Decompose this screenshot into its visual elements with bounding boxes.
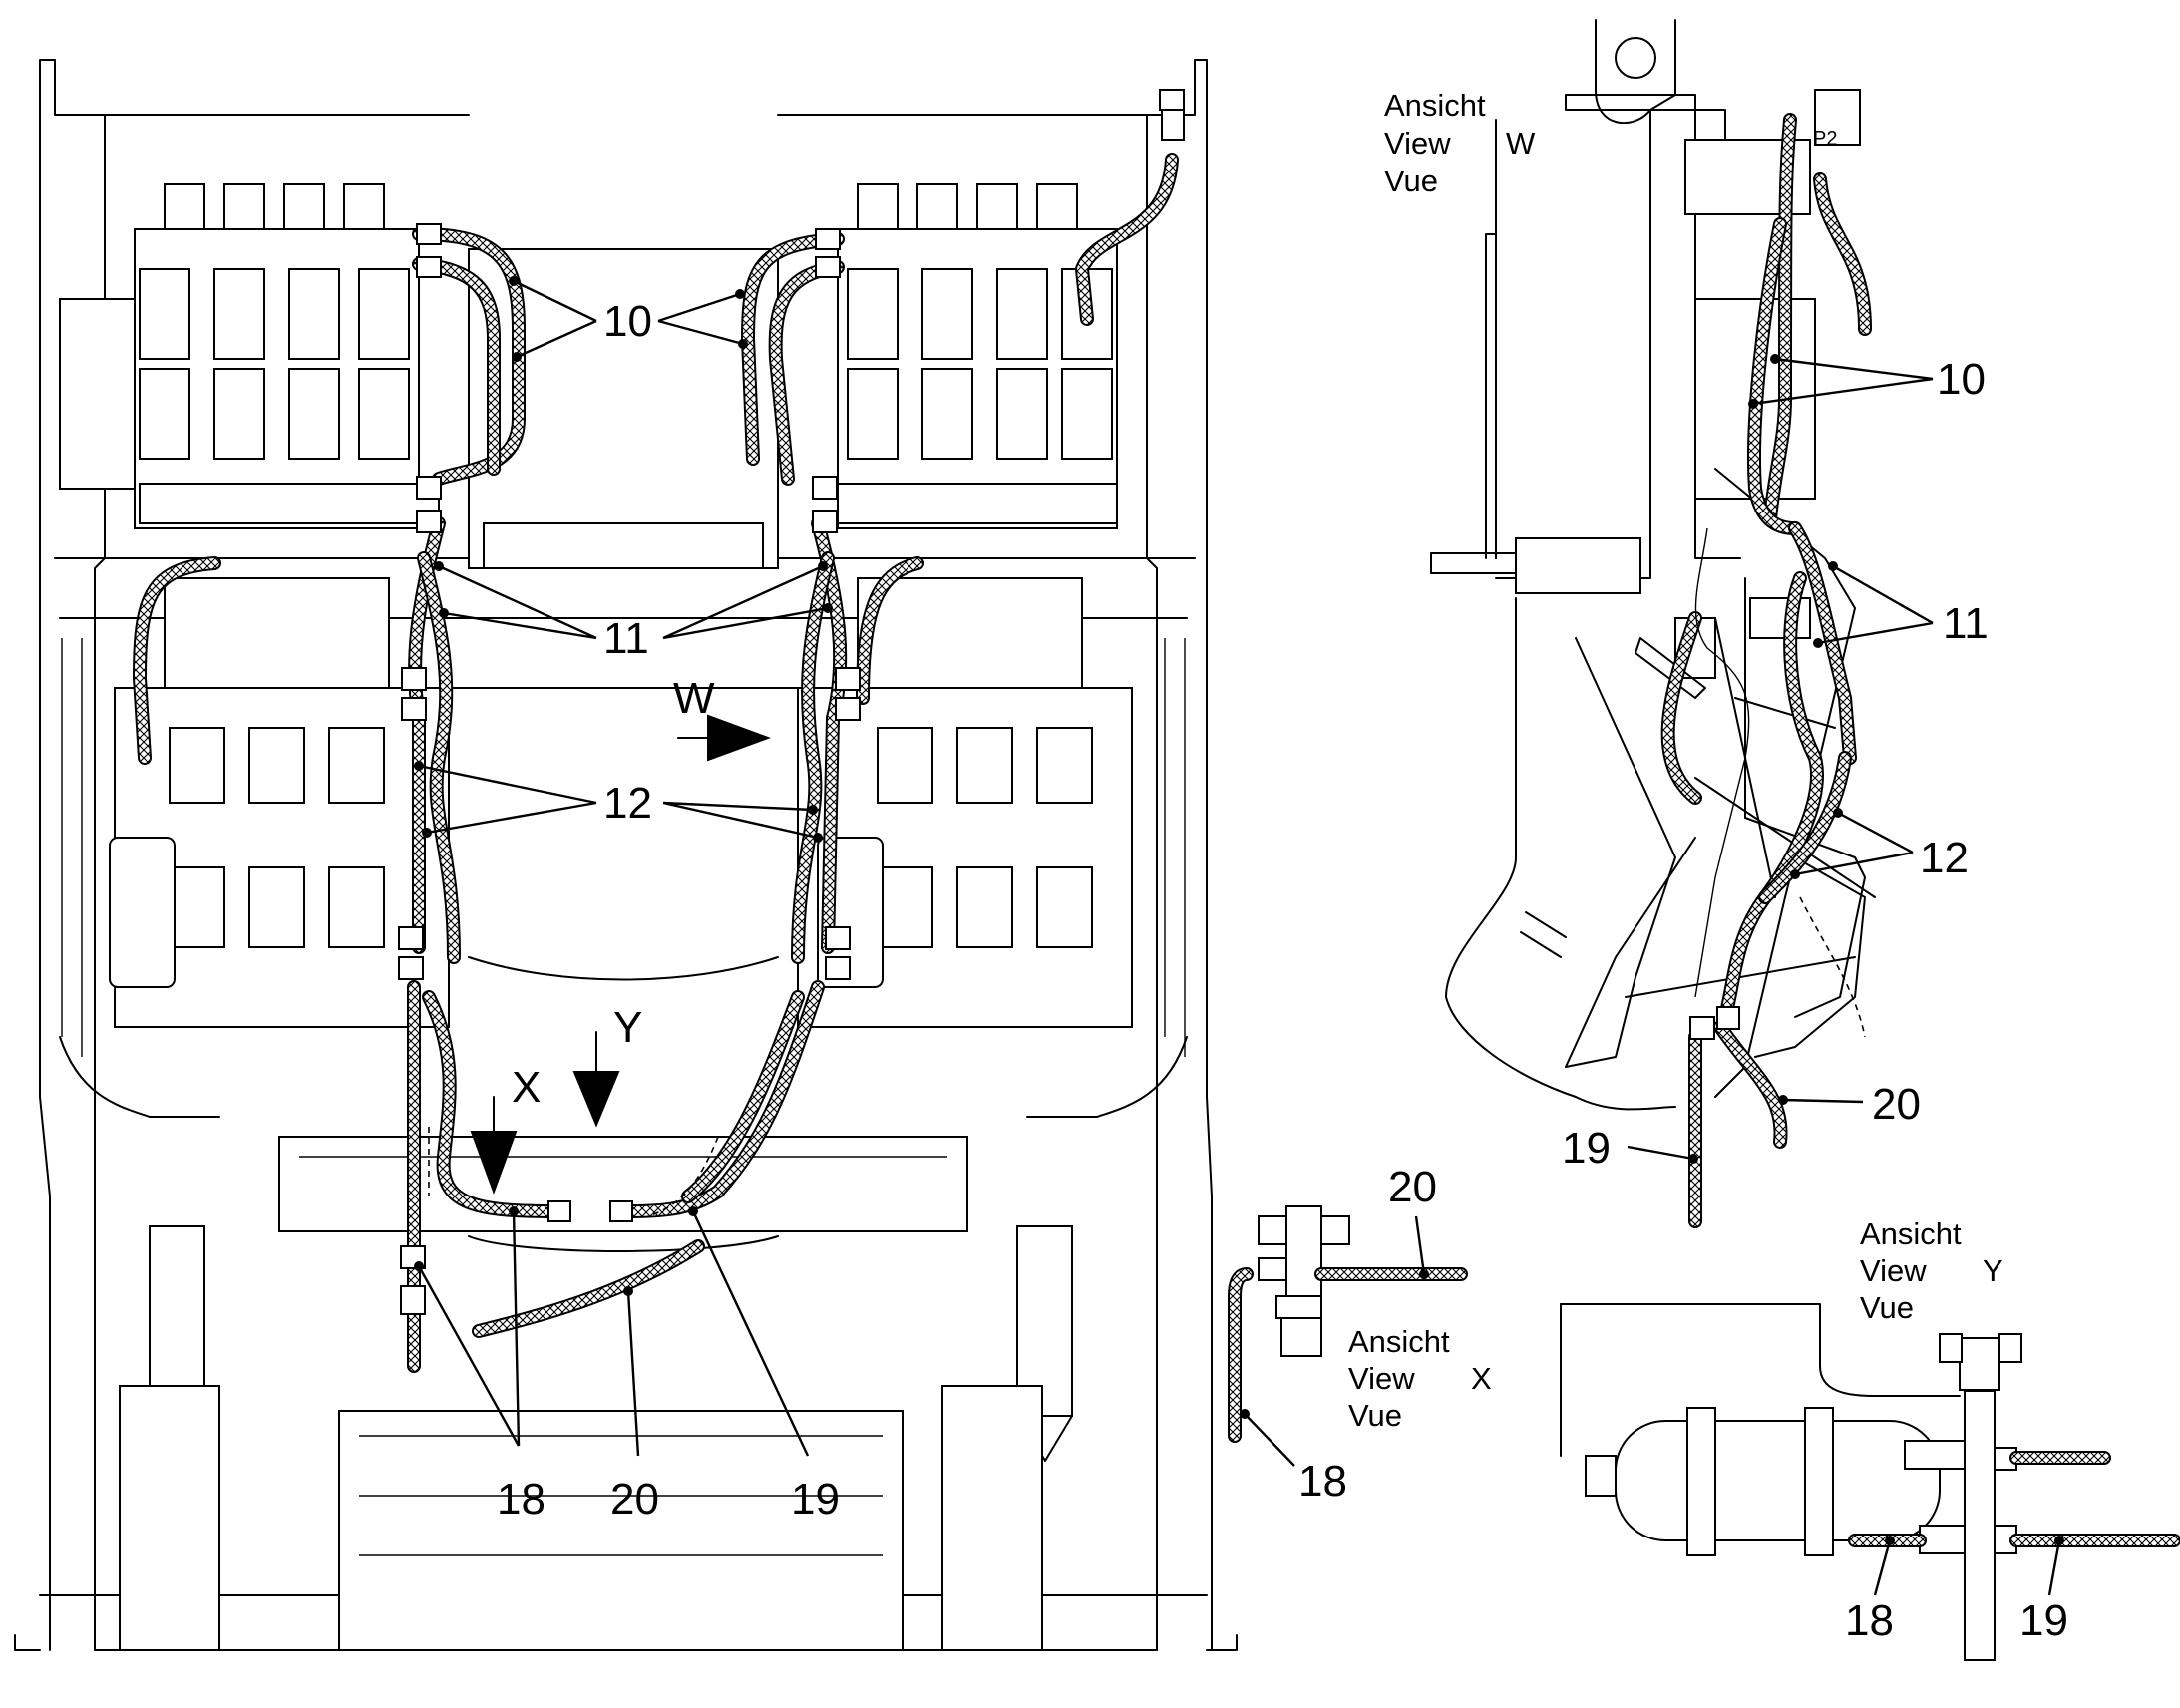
callout-10-main-label: 10: [603, 297, 652, 346]
callout-19-main-label: 19: [791, 1475, 840, 1524]
callout-19-view-y: 19: [2019, 1536, 2068, 1645]
hose-19: [611, 980, 825, 1218]
callout-12-view-w-label: 12: [1920, 834, 1969, 882]
view-y-letter: Y: [1983, 1253, 2003, 1288]
callout-10-view-w: 10: [1748, 354, 1986, 409]
callout-12-view-w: 12: [1790, 808, 1969, 882]
view-y-label-ansicht: Ansicht: [1860, 1216, 1962, 1251]
control-valve-block-left: [59, 183, 440, 529]
hose-11-12-left: [133, 516, 461, 964]
callout-18-view-x: 18: [1240, 1409, 1347, 1506]
view-y-structure: [1560, 1303, 2180, 1661]
view-arrow-x: X: [470, 1063, 541, 1195]
view-x-letter: X: [1471, 1361, 1492, 1396]
callout-11-view-w-label: 11: [1943, 599, 1989, 648]
callout-10-view-w-label: 10: [1937, 355, 1986, 404]
control-valve-block-right: [837, 94, 1185, 529]
callout-11-view-w: 11: [1813, 561, 1989, 648]
view-x-label-ansicht: Ansicht: [1348, 1324, 1450, 1359]
view-y-label-view: View: [1860, 1253, 1927, 1288]
callout-19-view-y-label: 19: [2019, 1596, 2068, 1645]
callout-20-view-w-label: 20: [1872, 1080, 1921, 1129]
view-w-label-ansicht: Ansicht: [1384, 88, 1486, 123]
view-x-label-view: View: [1348, 1361, 1415, 1396]
fitting-p2-label: P2: [1813, 128, 1837, 150]
main-view: W Y X 10 11 12: [14, 59, 1238, 1651]
view-y-label-vue: Vue: [1860, 1290, 1914, 1325]
callout-19-main: 19: [688, 1206, 840, 1524]
callout-20-main-label: 20: [610, 1475, 659, 1524]
view-x: Ansicht View X Vue 20 18: [1228, 1163, 1492, 1506]
callout-20-view-x: 20: [1388, 1163, 1437, 1279]
view-w-label-vue: Vue: [1384, 164, 1438, 198]
callout-18-main: 18: [414, 1206, 545, 1524]
view-w-label-view: View: [1384, 126, 1451, 161]
callout-20-main: 20: [610, 1286, 659, 1524]
view-arrow-y: Y: [572, 1003, 642, 1128]
view-arrow-y-label: Y: [613, 1003, 642, 1052]
callout-10-main: 10: [509, 276, 748, 362]
callout-11-main-label: 11: [603, 614, 649, 663]
callout-20-view-w: 20: [1778, 1080, 1921, 1129]
hose-20: [428, 1127, 719, 1338]
view-arrow-w: W: [673, 674, 771, 762]
view-w-letter: W: [1506, 126, 1536, 161]
view-w: Ansicht View W Vue: [1384, 19, 1989, 1228]
callout-18-view-y: 18: [1845, 1536, 1895, 1645]
callout-20-view-x-label: 20: [1388, 1163, 1437, 1211]
callout-19-view-w: 19: [1562, 1124, 1698, 1173]
view-arrow-x-label: X: [512, 1063, 541, 1112]
callout-11-main: 11: [434, 561, 833, 663]
view-y: Ansicht View Y Vue: [1560, 1216, 2180, 1661]
hose-11-12-right: [791, 516, 924, 964]
callout-18-view-x-label: 18: [1298, 1457, 1347, 1506]
callout-18-main-label: 18: [497, 1475, 545, 1524]
view-x-fitting: [1228, 1205, 1468, 1443]
callout-18-view-y-label: 18: [1845, 1596, 1894, 1645]
hose-fittings: [398, 89, 1185, 1315]
view-x-label-vue: Vue: [1348, 1398, 1402, 1433]
mid-valve-blocks: [109, 577, 1133, 1028]
view-arrow-w-label: W: [673, 674, 715, 723]
view-w-hoses: P2: [1660, 89, 1872, 1228]
callout-12-main-label: 12: [603, 779, 652, 828]
callout-12-main: 12: [414, 761, 823, 843]
callout-19-view-w-label: 19: [1562, 1124, 1611, 1173]
